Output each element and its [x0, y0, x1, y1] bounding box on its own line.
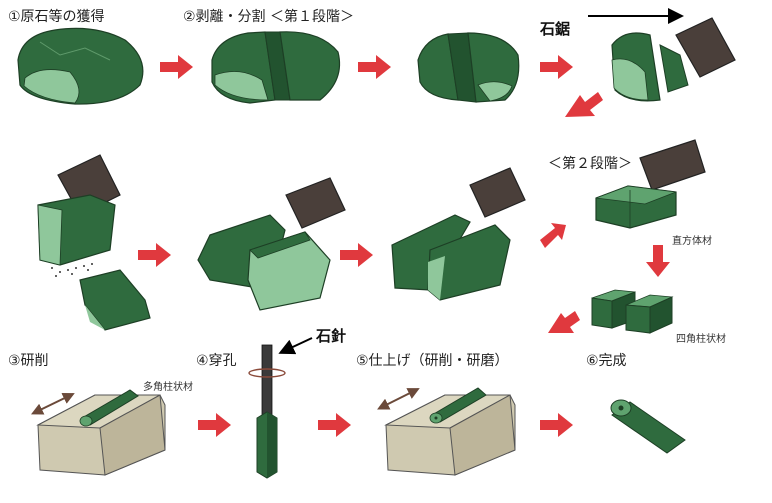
sawing-stone-figure	[612, 18, 735, 101]
split-block-figure	[198, 178, 345, 310]
arrow-7	[540, 223, 566, 248]
arrow-1	[160, 55, 193, 79]
square-prism-figure	[592, 290, 672, 333]
arrow-9	[548, 311, 580, 333]
saw-block-left-figure	[38, 155, 150, 330]
needle-pointer-arrow	[282, 338, 312, 352]
arrow-6	[340, 243, 373, 267]
arrow-11	[318, 413, 351, 437]
arrow-10	[198, 413, 231, 437]
finished-bead-figure	[611, 400, 685, 453]
raw-stone-figure	[18, 28, 143, 104]
arrow-2	[358, 55, 391, 79]
two-blocks-figure	[392, 168, 525, 300]
arrow-5	[138, 243, 171, 267]
split-stone-figure	[212, 32, 340, 103]
cuboid-figure	[596, 140, 705, 228]
drilling-figure	[249, 345, 285, 478]
arrow-8	[646, 245, 670, 277]
grinding-motion-arrow	[40, 394, 73, 410]
arrow-3	[540, 55, 573, 79]
cut-stone-figure	[418, 33, 519, 102]
arrow-12	[540, 413, 573, 437]
finishing-figure	[386, 388, 515, 475]
finishing-motion-arrow	[386, 389, 418, 405]
arrow-4	[565, 92, 603, 117]
